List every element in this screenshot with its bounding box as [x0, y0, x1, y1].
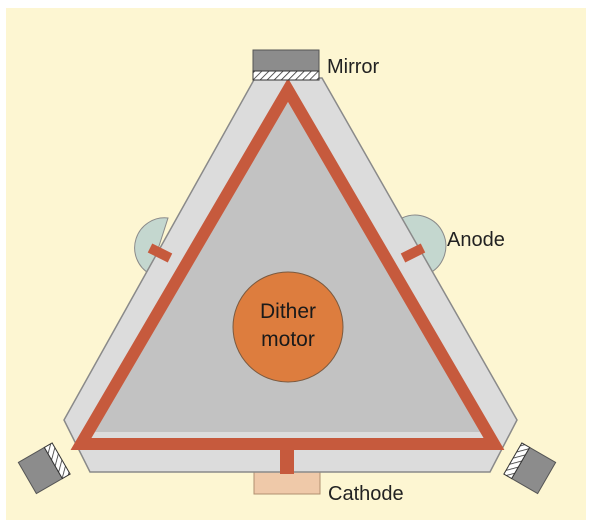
cathode-block: [253, 471, 321, 495]
anode-label: Anode: [447, 229, 505, 251]
dither-motor: [232, 271, 344, 383]
mirror-label: Mirror: [327, 56, 380, 78]
anode-channel-right: [400, 243, 426, 263]
mirror-left-coating: [43, 442, 71, 480]
dither-motor-label-line1: Dither: [260, 300, 316, 323]
triangle-inner: [90, 102, 482, 432]
mirror-top-coating: [252, 70, 320, 81]
mirror-right-coating: [503, 442, 531, 480]
anode-channel-left: [147, 243, 173, 263]
mirror-top-block: [252, 49, 320, 73]
dither-motor-label-line2: motor: [261, 328, 315, 351]
cathode-label: Cathode: [328, 483, 404, 505]
laser-path: [70, 78, 505, 450]
anode-right: [401, 214, 447, 275]
